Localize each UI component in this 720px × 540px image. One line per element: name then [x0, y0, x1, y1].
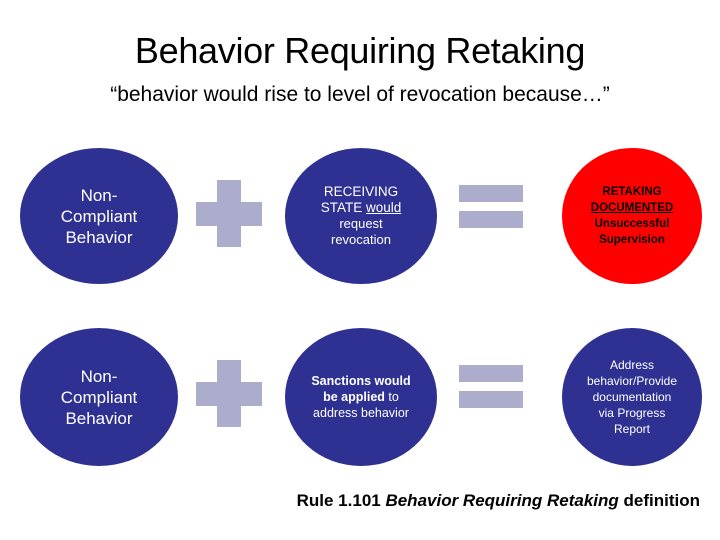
- row2-term1-ellipse[interactable]: Non- Compliant Behavior: [20, 328, 178, 466]
- row2-term2-line2a: be applied: [323, 390, 385, 404]
- row2-term1-line3: Behavior: [65, 408, 133, 428]
- row1-result-line2-underlined: DOCUMENTED: [590, 202, 674, 214]
- row1-term2-line4: revocation: [331, 232, 391, 247]
- equals-top-bar: [459, 185, 523, 202]
- row2-term1-line2: Compliant: [60, 387, 138, 407]
- row2-result-line3: documentation: [592, 390, 672, 404]
- row1-equals-icon: [459, 185, 523, 229]
- page-title: Behavior Requiring Retaking: [134, 30, 586, 71]
- row2-term2-text: Sanctions would be applied to address be…: [285, 373, 437, 421]
- footer-prefix: Rule 1.101: [296, 491, 386, 510]
- equals-bottom-bar: [459, 211, 523, 228]
- row1-term1-line3: Behavior: [65, 227, 133, 247]
- row2-result-ellipse[interactable]: Address behavior/Provide documentation v…: [562, 328, 702, 466]
- row2-term2-line2b: to: [384, 390, 399, 404]
- row1-plus-icon: [196, 180, 262, 247]
- row1-term1-line2: Compliant: [60, 206, 138, 226]
- row1-result-line3: Unsuccessful: [594, 218, 670, 230]
- row2-plus-icon: [196, 360, 262, 427]
- row2-result-line1: Address: [609, 358, 655, 372]
- row2-result-text: Address behavior/Provide documentation v…: [562, 357, 702, 437]
- plus-vertical-bar: [217, 360, 241, 427]
- footer-suffix: definition: [618, 491, 701, 510]
- page-subtitle: “behavior would rise to level of revocat…: [110, 83, 610, 106]
- row2-result-line5: Report: [613, 422, 651, 436]
- row1-term1-line1: Non-: [80, 185, 118, 205]
- row1-result-line4: Supervision: [599, 234, 665, 246]
- row2-term2-line1: Sanctions would: [311, 374, 411, 388]
- row2-term1-line1: Non-: [80, 366, 118, 386]
- row1-term1-text: Non- Compliant Behavior: [20, 185, 178, 248]
- row2-term1-text: Non- Compliant Behavior: [20, 366, 178, 429]
- equals-bottom-bar: [459, 391, 523, 408]
- row1-term2-line2a: STATE: [320, 200, 366, 215]
- row1-term2-line3: request: [339, 216, 383, 231]
- row1-result-line1: RETAKING: [602, 186, 662, 198]
- row2-term2-line3: address behavior: [313, 406, 409, 420]
- footer-caption: Rule 1.101 Behavior Requiring Retaking d…: [0, 490, 710, 512]
- row1-term2-ellipse[interactable]: RECEIVING STATE would request revocation: [285, 148, 437, 284]
- footer-italic-term: Behavior Requiring Retaking: [385, 491, 619, 510]
- row1-result-ellipse[interactable]: RETAKING DOCUMENTED Unsuccessful Supervi…: [562, 148, 702, 284]
- row1-term2-text: RECEIVING STATE would request revocation: [285, 184, 437, 248]
- row2-equals-icon: [459, 365, 523, 409]
- row1-result-text: RETAKING DOCUMENTED Unsuccessful Supervi…: [562, 184, 702, 248]
- plus-vertical-bar: [217, 180, 241, 247]
- row1-term1-ellipse[interactable]: Non- Compliant Behavior: [20, 148, 178, 284]
- row2-result-line2: behavior/Provide: [586, 374, 678, 388]
- row2-result-line4: via Progress: [598, 406, 666, 420]
- row1-term2-line2b-underlined: would: [365, 200, 402, 215]
- row1-term2-line1: RECEIVING: [323, 184, 399, 199]
- row2-term2-ellipse[interactable]: Sanctions would be applied to address be…: [285, 328, 437, 466]
- equals-top-bar: [459, 365, 523, 382]
